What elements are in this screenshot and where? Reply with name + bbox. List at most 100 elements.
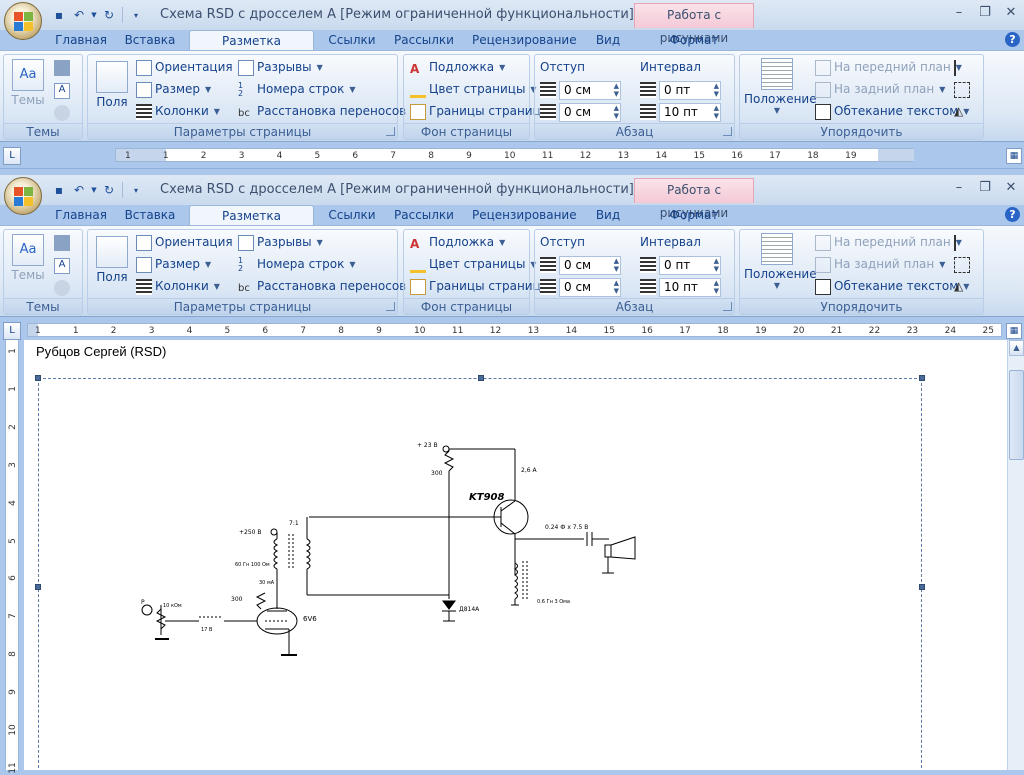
tab-mailings[interactable]: Рассылки [394,33,454,47]
columns-button[interactable]: Колонки▼ [136,277,220,296]
customize-qat-icon[interactable]: ▾ [133,185,138,195]
orientation-button[interactable]: Ориентация▼ [136,58,244,77]
tab-selector[interactable]: L [3,147,21,165]
bring-front-button[interactable]: На передний план▼ [815,233,962,252]
spin-arrows-icon[interactable]: ▲▼ [713,278,719,295]
paragraph-launcher[interactable] [723,127,732,136]
align-icon[interactable] [954,235,970,251]
breaks-button[interactable]: Разрывы▼ [238,233,323,252]
undo-dropdown-icon[interactable]: ▼ [91,11,97,19]
wrap-text-button[interactable]: Обтекание текстом▼ [815,102,969,121]
redo-icon[interactable]: ↻ [103,183,115,197]
view-ruler-icon[interactable]: ▦ [1006,148,1022,164]
undo-icon[interactable]: ↶ [73,183,85,197]
spacing-before-input[interactable] [659,255,721,275]
columns-button[interactable]: Колонки▼ [136,102,220,121]
tab-selector[interactable]: L [3,322,21,340]
tab-format[interactable]: Формат [669,33,719,47]
wrap-text-button[interactable]: Обтекание текстом▼ [815,277,969,296]
resize-handle-ne[interactable] [919,375,925,381]
tab-page-layout[interactable]: Разметка страницы [189,30,314,68]
spin-arrows-icon[interactable]: ▲▼ [613,103,619,120]
position-button[interactable]: Положение▼ [744,233,817,290]
page-setup-launcher[interactable] [386,302,395,311]
author-line[interactable]: Рубцов Сергей (RSD) [36,344,167,359]
group-icon[interactable] [954,257,970,273]
breaks-button[interactable]: Разрывы▼ [238,58,323,77]
redo-icon[interactable]: ↻ [103,8,115,22]
bring-front-button[interactable]: На передний план▼ [815,58,962,77]
align-icon[interactable] [954,60,970,76]
margins-button[interactable]: Поля [93,61,131,109]
tab-view[interactable]: Вид [595,33,621,47]
indent-left-input[interactable] [559,80,621,100]
paragraph-launcher[interactable] [723,302,732,311]
tab-references[interactable]: Ссылки [328,208,376,222]
office-button[interactable] [4,177,42,215]
undo-dropdown-icon[interactable]: ▼ [91,186,97,194]
tab-format[interactable]: Формат [669,208,719,222]
theme-colors-icon[interactable] [54,60,70,76]
page-borders-button[interactable]: Границы страниц [410,277,541,296]
office-button[interactable] [4,2,42,40]
save-icon[interactable]: ▪ [54,183,64,197]
save-icon[interactable]: ▪ [54,8,64,22]
rotate-icon[interactable]: ◭ [954,279,964,293]
tab-review[interactable]: Рецензирование [472,208,577,222]
theme-effects-icon[interactable] [54,105,70,121]
rotate-icon[interactable]: ◭ [954,104,964,118]
minimize-icon[interactable]: – [955,180,963,195]
resize-handle-n[interactable] [478,375,484,381]
restore-icon[interactable]: ❐ [979,180,991,195]
themes-button[interactable]: Aa Темы [8,59,48,107]
margins-button[interactable]: Поля [93,236,131,284]
picture-frame[interactable]: + 23 В 300 2,6 А KT908 0.24 Ф x 7.5 В +2… [35,375,925,770]
page-color-button[interactable]: Цвет страницы▼ [410,80,537,99]
tab-mailings[interactable]: Рассылки [394,208,454,222]
spacing-after-input[interactable] [659,102,721,122]
themes-button[interactable]: Aa Темы [8,234,48,282]
theme-fonts-icon[interactable]: A [54,258,70,274]
indent-right-input[interactable] [559,102,621,122]
view-ruler-icon[interactable]: ▦ [1006,323,1022,339]
restore-icon[interactable]: ❐ [979,5,991,20]
scroll-thumb[interactable] [1009,370,1024,460]
send-back-button[interactable]: На задний план▼ [815,255,945,274]
tab-home[interactable]: Главная [55,208,107,222]
spin-arrows-icon[interactable]: ▲▼ [713,81,719,98]
tab-home[interactable]: Главная [55,33,107,47]
spin-arrows-icon[interactable]: ▲▼ [613,278,619,295]
spin-arrows-icon[interactable]: ▲▼ [713,256,719,273]
document-page[interactable]: Рубцов Сергей (RSD) [24,340,1007,770]
page-setup-launcher[interactable] [386,127,395,136]
resize-handle-e[interactable] [919,584,925,590]
tab-view[interactable]: Вид [595,208,621,222]
spacing-before-input[interactable] [659,80,721,100]
help-icon[interactable]: ? [1005,32,1020,47]
close-icon[interactable]: ✕ [1005,180,1017,195]
group-icon[interactable] [954,82,970,98]
indent-right-input[interactable] [559,277,621,297]
tab-review[interactable]: Рецензирование [472,33,577,47]
size-button[interactable]: Размер▼ [136,80,211,99]
spin-arrows-icon[interactable]: ▲▼ [613,81,619,98]
close-icon[interactable]: ✕ [1005,5,1017,20]
page-borders-button[interactable]: Границы страниц [410,102,541,121]
send-back-button[interactable]: На задний план▼ [815,80,945,99]
resize-handle-nw[interactable] [35,375,41,381]
page-color-button[interactable]: Цвет страницы▼ [410,255,537,274]
spacing-after-input[interactable] [659,277,721,297]
scroll-up-icon[interactable]: ▲ [1009,340,1024,356]
position-button[interactable]: Положение▼ [744,58,817,115]
theme-colors-icon[interactable] [54,235,70,251]
tab-insert[interactable]: Вставка [124,208,176,222]
help-icon[interactable]: ? [1005,207,1020,222]
orientation-button[interactable]: Ориентация▼ [136,233,244,252]
theme-effects-icon[interactable] [54,280,70,296]
spin-arrows-icon[interactable]: ▲▼ [713,103,719,120]
customize-qat-icon[interactable]: ▾ [133,10,138,20]
